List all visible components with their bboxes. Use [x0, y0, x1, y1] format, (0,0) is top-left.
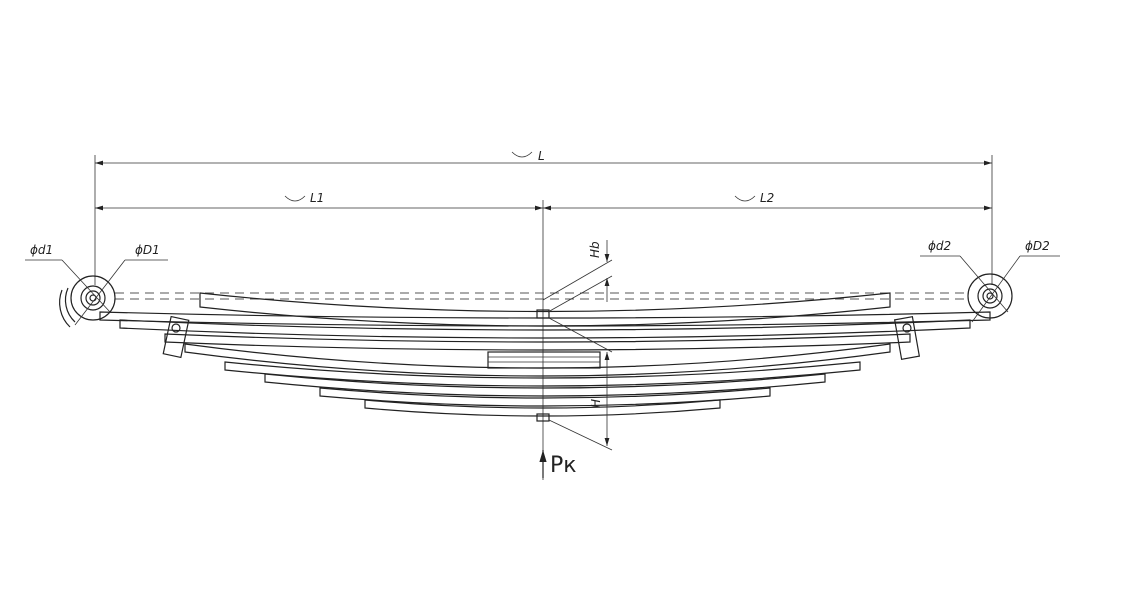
spring-leaf — [119, 319, 971, 339]
arc-symbol-icon — [511, 151, 533, 158]
top-leaf — [199, 292, 891, 327]
spring-leaves — [99, 311, 991, 417]
arc-symbol-icon — [284, 195, 306, 202]
dimension-Hb: Hb — [542, 240, 613, 313]
leader-D1: ϕD1 — [74, 243, 168, 326]
arc-symbol-icon — [734, 195, 756, 202]
svg-text:ϕd1: ϕd1 — [30, 243, 53, 257]
center-bolt-nut — [536, 413, 550, 422]
spring-leaf — [224, 361, 861, 387]
svg-text:ϕD1: ϕD1 — [135, 243, 160, 257]
label-L2: L2 — [760, 191, 774, 205]
leader-d2: ϕd2 — [920, 239, 1009, 313]
spring-leaf — [364, 399, 721, 417]
label-L1: L1 — [310, 191, 324, 205]
svg-text:ϕd2: ϕd2 — [928, 239, 951, 253]
svg-text:ϕD2: ϕD2 — [1025, 239, 1050, 253]
label-L: L — [538, 149, 545, 163]
svg-text:Hb: Hb — [588, 241, 602, 258]
load-arrow-Pk: Pк — [539, 450, 577, 478]
left-clamp — [162, 315, 190, 359]
spring-leaf — [264, 373, 826, 397]
spring-leaf — [319, 387, 771, 407]
dimension-L: L — [95, 149, 992, 166]
svg-text:Pк: Pк — [550, 453, 577, 478]
dimension-L2: L2 — [543, 191, 992, 211]
center-spacer — [487, 351, 601, 369]
leader-D2: ϕD2 — [971, 239, 1060, 323]
right-eye — [967, 273, 1013, 319]
extension-lines — [94, 155, 993, 480]
right-clamp — [893, 316, 921, 360]
dimension-L1: L1 — [95, 191, 543, 211]
center-bolt-head — [536, 309, 550, 319]
svg-text:H: H — [589, 399, 603, 408]
spring-leaf — [164, 333, 911, 351]
dimension-H: H — [548, 317, 613, 451]
spring-leaf — [99, 311, 991, 327]
leader-d1: ϕd1 — [25, 243, 111, 313]
spring-leaf — [184, 343, 891, 377]
